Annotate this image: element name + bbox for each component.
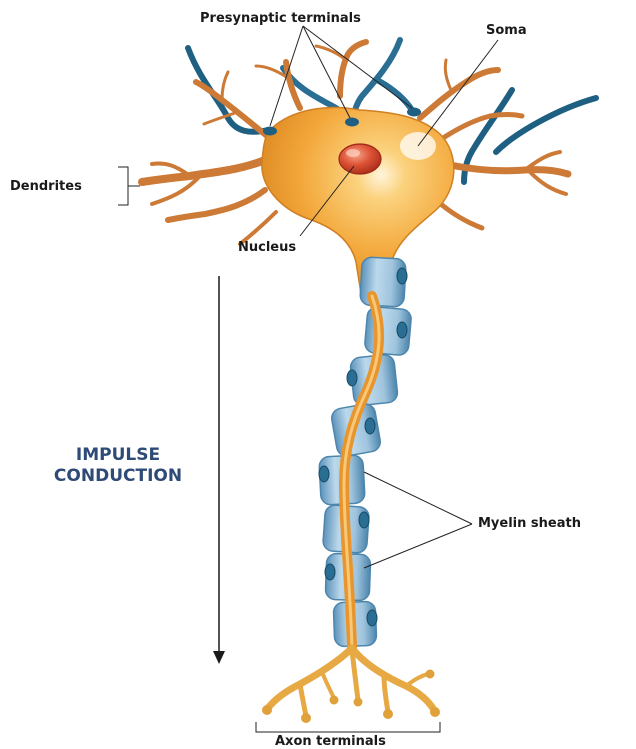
axon-terminals-bracket bbox=[256, 722, 440, 732]
presynaptic-knob bbox=[263, 127, 277, 136]
dendrite bbox=[436, 200, 482, 228]
axon-terminal-bouton bbox=[426, 670, 435, 679]
dendrite bbox=[340, 42, 366, 96]
myelin-pointer bbox=[364, 472, 472, 524]
axon-terminal-branch bbox=[352, 648, 434, 710]
axon-terminal-bouton bbox=[301, 713, 311, 723]
impulse-arrowhead bbox=[213, 651, 225, 664]
axon-terminal-branch bbox=[322, 672, 334, 698]
axon-terminal-boutons bbox=[262, 670, 440, 724]
schwann-nucleus bbox=[325, 564, 335, 580]
impulse-conduction-label: IMPULSE CONDUCTION bbox=[18, 445, 218, 487]
dendrites-label: Dendrites bbox=[10, 180, 82, 193]
nucleus-label: Nucleus bbox=[238, 241, 296, 254]
axon-terminal-bouton bbox=[354, 698, 363, 707]
axon-terminals-label: Axon terminals bbox=[275, 735, 386, 748]
dendrite bbox=[450, 165, 568, 174]
axon-terminal-branch bbox=[384, 676, 388, 712]
dendrite bbox=[168, 190, 265, 220]
axon-terminal-bouton bbox=[262, 705, 272, 715]
schwann-nucleus bbox=[365, 418, 375, 434]
impulse-label-line2: CONDUCTION bbox=[18, 466, 218, 487]
dendrite bbox=[420, 70, 498, 118]
nucleus-highlight bbox=[346, 149, 360, 157]
presynaptic-axon bbox=[496, 98, 596, 152]
presynaptic-knob bbox=[407, 108, 421, 117]
schwann-nucleus bbox=[359, 512, 369, 528]
presynaptic-pointer bbox=[270, 26, 303, 126]
soma-label: Soma bbox=[486, 24, 527, 37]
schwann-nucleus bbox=[397, 322, 407, 338]
presynaptic-axon bbox=[188, 48, 268, 132]
dendrite bbox=[316, 46, 346, 60]
presynaptic-terminals-label: Presynaptic terminals bbox=[200, 12, 361, 25]
nucleus bbox=[339, 144, 381, 174]
schwann-nucleus bbox=[347, 370, 357, 386]
schwann-nucleus bbox=[397, 268, 407, 284]
axon-terminal-bouton bbox=[430, 707, 440, 717]
axon-terminal-branch bbox=[300, 684, 306, 716]
axon-terminal-bouton bbox=[330, 696, 339, 705]
impulse-label-line1: IMPULSE bbox=[18, 445, 218, 466]
presynaptic-knob bbox=[345, 118, 359, 127]
myelin-sheath-label: Myelin sheath bbox=[478, 517, 581, 530]
axon-terminal-branches bbox=[268, 648, 434, 716]
schwann-nucleus bbox=[367, 610, 377, 626]
dendrites-bracket bbox=[118, 167, 128, 205]
schwann-nucleus bbox=[319, 466, 329, 482]
myelin-pointer bbox=[364, 524, 472, 568]
dendrite bbox=[196, 82, 272, 140]
axon-terminal-branch bbox=[268, 648, 352, 708]
dendrite bbox=[222, 72, 228, 100]
dendrite bbox=[445, 60, 452, 92]
myelin-sheath bbox=[319, 257, 412, 647]
axon-terminal-bouton bbox=[383, 709, 393, 719]
axon-terminal-branch bbox=[406, 674, 428, 686]
